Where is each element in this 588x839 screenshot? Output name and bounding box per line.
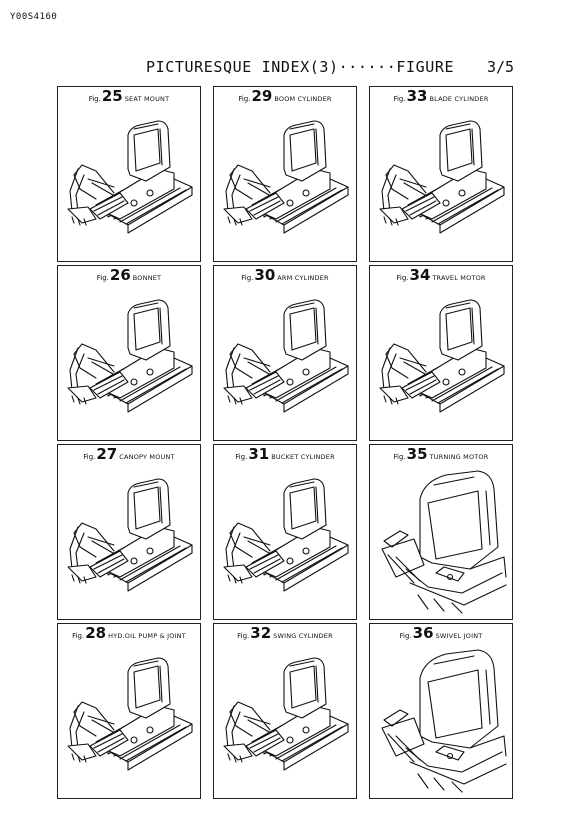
figure-label: BUCKET CYLINDER xyxy=(271,453,335,461)
figure-label: HYD.OIL PUMP & JOINT xyxy=(108,632,186,640)
page-title: PICTURESQUE INDEX(3)······FIGURE xyxy=(146,58,455,76)
figure-number: 27 xyxy=(96,445,118,463)
figure-prefix: Fig. xyxy=(83,453,96,461)
figure-label: BOOM CYLINDER xyxy=(274,95,332,103)
excavator-illustration xyxy=(62,644,196,794)
figure-number: 31 xyxy=(248,445,270,463)
excavator-illustration xyxy=(374,286,508,436)
page-number: 3/5 xyxy=(487,58,515,76)
figure-label: SWIVEL JOINT xyxy=(435,632,483,640)
figure-prefix: Fig. xyxy=(72,632,85,640)
figure-prefix: Fig. xyxy=(235,453,248,461)
excavator-illustration xyxy=(218,107,352,257)
figure-prefix: Fig. xyxy=(237,632,250,640)
figure-label: SEAT MOUNT xyxy=(124,95,170,103)
figure-number: 29 xyxy=(251,87,273,105)
figure-label: TRAVEL MOTOR xyxy=(432,274,486,282)
figure-number: 26 xyxy=(109,266,131,284)
figure-number: 25 xyxy=(101,87,123,105)
figure-number: 35 xyxy=(406,445,428,463)
figure-prefix: Fig. xyxy=(238,95,251,103)
figure-prefix: Fig. xyxy=(241,274,254,282)
figure-prefix: Fig. xyxy=(96,274,109,282)
excavator-illustration xyxy=(218,465,352,615)
figure-number: 32 xyxy=(250,624,272,642)
excavator-closeup-illustration xyxy=(374,644,508,794)
figure-prefix: Fig. xyxy=(393,95,406,103)
excavator-illustration xyxy=(218,644,352,794)
excavator-closeup-illustration xyxy=(374,465,508,615)
excavator-illustration xyxy=(374,107,508,257)
figure-label: BONNET xyxy=(132,274,162,282)
figure-number: 30 xyxy=(254,266,276,284)
figure-label: CANOPY MOUNT xyxy=(119,453,175,461)
figure-label: TURNING MOTOR xyxy=(429,453,489,461)
figure-number: 33 xyxy=(406,87,428,105)
figure-number: 28 xyxy=(85,624,107,642)
figure-label: ARM CYLINDER xyxy=(277,274,329,282)
document-code: Y00S4160 xyxy=(10,12,58,22)
excavator-illustration xyxy=(62,286,196,436)
excavator-illustration xyxy=(62,465,196,615)
figure-prefix: Fig. xyxy=(393,453,406,461)
excavator-illustration xyxy=(62,107,196,257)
figure-label: BLADE CYLINDER xyxy=(429,95,489,103)
figure-number: 34 xyxy=(409,266,431,284)
figure-number: 36 xyxy=(412,624,434,642)
figure-label: SWING CYLINDER xyxy=(273,632,333,640)
excavator-illustration xyxy=(218,286,352,436)
figure-prefix: Fig. xyxy=(396,274,409,282)
figure-prefix: Fig. xyxy=(399,632,412,640)
figure-prefix: Fig. xyxy=(88,95,101,103)
